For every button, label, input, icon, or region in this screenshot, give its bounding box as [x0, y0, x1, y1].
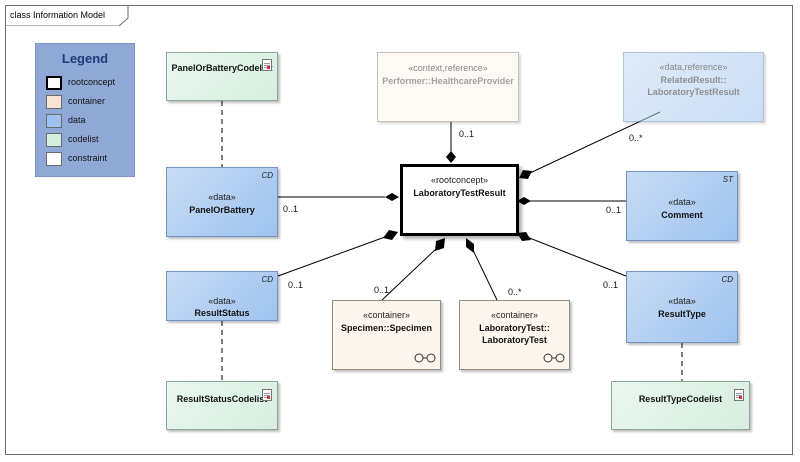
specimen-class[interactable]: «container» Specimen::Specimen [332, 300, 441, 370]
link-icon [414, 353, 436, 363]
result-type-diamond [517, 232, 531, 241]
comment-class[interactable]: ST «data» Comment [626, 171, 738, 241]
laboratory-test-result-root-class[interactable]: «rootconcept» LaboratoryTestResult [400, 164, 519, 236]
legend-swatch [46, 76, 62, 90]
class-name: ResultStatus [194, 308, 250, 318]
class-datatype: CD [261, 171, 273, 180]
class-name: ResultType [658, 309, 706, 319]
legend-swatch [46, 133, 62, 147]
specimen-diamond [435, 238, 445, 251]
laboratory-test-class[interactable]: «container» LaboratoryTest:: LaboratoryT… [459, 300, 570, 370]
legend-swatch [46, 152, 62, 166]
class-stereotype: «container» [490, 310, 539, 320]
panel-or-battery-codelist-class[interactable]: PanelOrBatteryCodelist [166, 52, 278, 101]
multiplicity-panel: 0..1 [283, 204, 299, 214]
class-name: PanelOrBatteryCodelist [171, 63, 273, 73]
class-name: Specimen::Specimen [340, 323, 433, 333]
multiplicity-result-status: 0..1 [288, 280, 304, 290]
class-name-line2: LaboratoryTestResult [647, 87, 740, 97]
performer-class[interactable]: «context,reference» Performer::Healthcar… [377, 52, 519, 122]
result-status-class[interactable]: CD «data» ResultStatus [166, 271, 278, 321]
legend: Legend rootconcept container data codeli… [35, 43, 135, 177]
class-name-line1: LaboratoryTest:: [479, 323, 550, 333]
class-datatype: ST [722, 175, 733, 184]
class-stereotype: «container» [362, 310, 411, 320]
class-datatype: CD [261, 275, 273, 284]
related-result-class[interactable]: «data,reference» RelatedResult:: Laborat… [623, 52, 764, 122]
multiplicity-related-result: 0..* [629, 133, 643, 143]
multiplicity-comment: 0..1 [606, 205, 622, 215]
link-icon [543, 353, 565, 363]
lab-test-line [471, 247, 498, 301]
class-datatype: CD [721, 275, 733, 284]
result-type-codelist-class[interactable]: ResultTypeCodelist [611, 381, 750, 430]
legend-label: container [68, 96, 106, 106]
related-result-line [529, 111, 661, 174]
class-name: Comment [661, 210, 703, 220]
performer-diamond [446, 151, 456, 163]
class-name-line2: LaboratoryTest [482, 335, 547, 345]
class-stereotype: «rootconcept» [430, 175, 489, 185]
result-type-class[interactable]: CD «data» ResultType [626, 271, 738, 343]
multiplicity-specimen: 0..1 [374, 285, 390, 295]
class-name: ResultTypeCodelist [638, 394, 723, 404]
result-type-line [526, 236, 627, 277]
codelist-icon [734, 389, 744, 401]
legend-label: codelist [68, 134, 99, 144]
codelist-icon [262, 59, 272, 71]
panel-diamond [385, 193, 399, 201]
specimen-line [381, 247, 438, 301]
legend-label: data [68, 115, 86, 125]
multiplicity-lab-test: 0..* [508, 287, 522, 297]
result-status-diamond [383, 230, 398, 240]
legend-title: Legend [61, 51, 109, 66]
class-stereotype: «context,reference» [408, 63, 488, 73]
class-name: LaboratoryTestResult [413, 188, 506, 198]
comment-diamond [517, 197, 531, 205]
frame-tab [5, 5, 129, 26]
class-stereotype: «data» [208, 192, 236, 202]
panel-or-battery-class[interactable]: CD «data» PanelOrBattery [166, 167, 278, 237]
lab-test-diamond [466, 238, 474, 253]
legend-swatch [46, 114, 62, 128]
multiplicity-result-type: 0..1 [603, 280, 619, 290]
related-result-diamond [519, 170, 532, 179]
legend-label: constraint [68, 153, 108, 163]
result-status-line [277, 236, 386, 277]
class-stereotype: «data» [668, 197, 696, 207]
class-stereotype: «data» [668, 296, 696, 306]
codelist-icon [262, 389, 272, 401]
class-name: Performer::HealthcareProvider [382, 76, 514, 86]
result-status-codelist-class[interactable]: ResultStatusCodelist [166, 381, 278, 430]
frame-title: class Information Model [10, 10, 106, 20]
class-name: ResultStatusCodelist [176, 394, 268, 404]
multiplicity-performer: 0..1 [459, 129, 475, 139]
legend-label: rootconcept [68, 77, 116, 87]
legend-swatch [46, 95, 62, 109]
class-name: PanelOrBattery [189, 205, 255, 215]
class-stereotype: «data» [208, 296, 236, 306]
class-stereotype: «data,reference» [659, 62, 728, 72]
class-name-line1: RelatedResult:: [660, 75, 727, 85]
